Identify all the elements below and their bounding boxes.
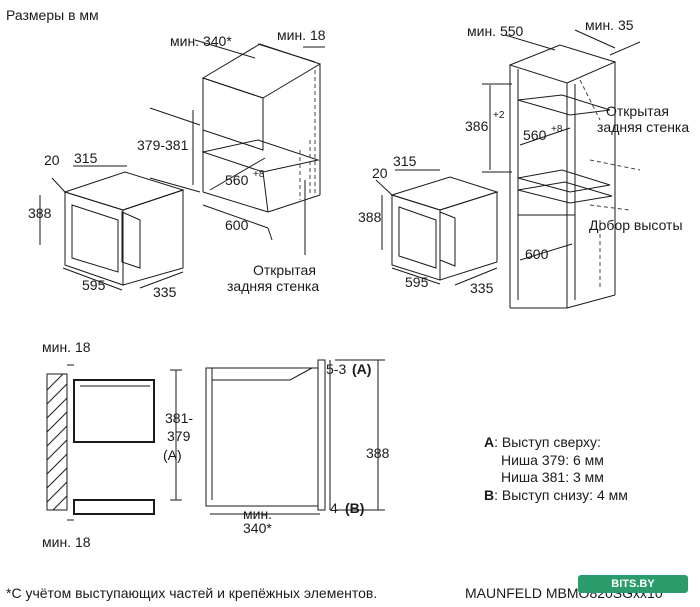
oven-front-frame bbox=[317, 359, 326, 511]
min550-label: мин. 550 bbox=[467, 23, 524, 39]
oven-top-ventilation bbox=[211, 367, 313, 381]
watermark-badge: BITS.BY bbox=[578, 575, 688, 593]
oven1-height388: 388 bbox=[28, 205, 52, 221]
min18-top-label: мин. 18 bbox=[42, 339, 91, 355]
depth600-label: 600 bbox=[225, 217, 249, 233]
oven2-depth20: 20 bbox=[372, 165, 388, 181]
cabinet-niche-shelf bbox=[201, 139, 320, 173]
width560-tolerance: +8 bbox=[253, 169, 265, 180]
min18-label: мин. 18 bbox=[277, 27, 326, 43]
wall-hatch bbox=[46, 373, 68, 511]
oven-window bbox=[71, 204, 119, 273]
oven-side bbox=[122, 189, 184, 286]
open-back-line2: задняя стенка bbox=[227, 278, 319, 294]
niche-height-lower: 379 bbox=[167, 428, 191, 444]
upper-cabinet-section bbox=[73, 379, 155, 443]
tall-depth600-label: 600 bbox=[525, 246, 549, 262]
niche-height-upper: 381- bbox=[165, 410, 193, 426]
tall-niche-top-shelf bbox=[517, 94, 611, 116]
height386-tolerance: +2 bbox=[493, 110, 505, 121]
filler-label: Добор высоты bbox=[589, 217, 683, 233]
legend-b: B: Выступ снизу: 4 мм bbox=[484, 487, 628, 503]
side-section-view: мин. 18 мин. 18 381- 379 (A) мин. 340* 5… bbox=[42, 339, 390, 550]
legend-b-key: B bbox=[484, 487, 494, 503]
min-depth-line1: мин. bbox=[243, 506, 272, 522]
oven2-height388: 388 bbox=[358, 209, 382, 225]
legend-niche381: Ниша 381: 3 мм bbox=[501, 469, 604, 485]
diagram-wall-cabinet: мин. 340* мин. 18 379-381 560 +8 600 Отк… bbox=[28, 27, 326, 300]
open-back-line1: Открытая bbox=[253, 262, 316, 278]
tall-open-back-line1: Открытая bbox=[606, 103, 669, 119]
oven-top bbox=[63, 171, 185, 211]
top-projection-a: (A) bbox=[352, 361, 371, 377]
oven1-depth20: 20 bbox=[44, 152, 60, 168]
min35-label: мин. 35 bbox=[585, 17, 634, 33]
oven-control-panel bbox=[121, 211, 141, 269]
oven2-window bbox=[398, 206, 437, 269]
oven2-control-panel bbox=[439, 211, 456, 267]
tall-open-back-line2: задняя стенка bbox=[597, 119, 689, 135]
bottom-projection-b: (B) bbox=[345, 500, 364, 516]
oven1-depth335: 335 bbox=[153, 284, 177, 300]
legend-niche379: Ниша 379: 6 мм bbox=[501, 452, 604, 468]
height-range-label: 379-381 bbox=[137, 137, 189, 153]
filler-panel bbox=[517, 181, 613, 204]
niche-height-a-ref: (A) bbox=[163, 447, 182, 463]
oven2-depth335: 335 bbox=[470, 280, 494, 296]
footnote: *С учётом выступающих частей и крепёжных… bbox=[6, 585, 377, 601]
bottom-projection-value: 4 bbox=[330, 500, 338, 516]
oven-side-profile bbox=[205, 367, 319, 507]
legend-b-text: : Выступ снизу: 4 мм bbox=[494, 487, 628, 503]
legend-a-key: A bbox=[484, 434, 494, 450]
min-depth-line2: 340* bbox=[243, 520, 272, 536]
cabinet-front bbox=[202, 77, 264, 151]
lower-cabinet-section bbox=[73, 499, 155, 515]
tall-width560-tolerance: +8 bbox=[551, 124, 563, 135]
width560-label: 560 bbox=[225, 172, 249, 188]
legend: A: Выступ сверху: Ниша 379: 6 мм Ниша 38… bbox=[484, 434, 628, 503]
legend-a: A: Выступ сверху: bbox=[484, 434, 601, 450]
oven2-side bbox=[439, 191, 498, 281]
page-title: Размеры в мм bbox=[6, 7, 99, 23]
oven2-top bbox=[390, 176, 499, 211]
height386-label: 386 bbox=[465, 118, 489, 134]
min18-bottom-label: мин. 18 bbox=[42, 534, 91, 550]
oven1-depth315: 315 bbox=[74, 150, 98, 166]
diagram-tall-cabinet: мин. 550 мин. 35 386 +2 560 +8 600 Откры… bbox=[358, 17, 689, 309]
tall-niche-bottom-shelf bbox=[517, 169, 611, 193]
min340-label: мин. 340* bbox=[170, 33, 232, 49]
oven2-width595: 595 bbox=[405, 274, 429, 290]
top-projection-value: 5-3 bbox=[326, 361, 346, 377]
tall-width560-label: 560 bbox=[523, 127, 547, 143]
oven2-depth315: 315 bbox=[393, 153, 417, 169]
legend-a-text: : Выступ сверху: bbox=[494, 434, 601, 450]
cabinet-top bbox=[201, 43, 322, 99]
oven1-width595: 595 bbox=[82, 277, 106, 293]
oven-overall-height: 388 bbox=[366, 445, 390, 461]
tall-cabinet-top bbox=[508, 44, 617, 84]
